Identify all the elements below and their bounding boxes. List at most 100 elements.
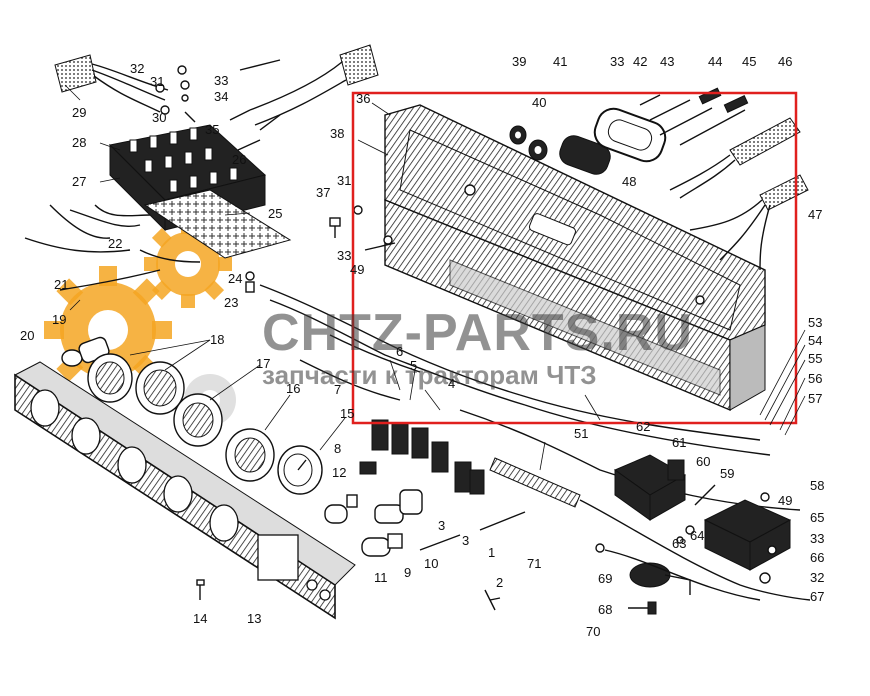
bushing-39-40 <box>509 125 548 161</box>
label-13: 13 <box>247 611 261 626</box>
relay-9 <box>374 489 423 524</box>
highlight-box <box>351 91 798 425</box>
label-31: 31 <box>150 74 164 89</box>
rod-21 <box>59 269 161 291</box>
label-25: 25 <box>268 206 282 221</box>
part-labels: 32 31 33 34 30 35 29 28 26 27 25 22 21 2… <box>20 54 824 639</box>
label-15: 15 <box>340 406 354 421</box>
label-68: 68 <box>598 602 612 617</box>
connector-8 <box>359 461 377 475</box>
label-12: 12 <box>332 465 346 480</box>
label-31b: 31 <box>337 173 351 188</box>
label-29: 29 <box>72 105 86 120</box>
label-19: 19 <box>52 312 66 327</box>
wire-leads-22-24 <box>24 204 255 293</box>
gasket-48 <box>593 107 667 163</box>
label-55: 55 <box>808 351 822 366</box>
label-47: 47 <box>808 207 822 222</box>
label-61: 61 <box>672 435 686 450</box>
label-2: 2 <box>496 575 503 590</box>
label-1: 1 <box>488 545 495 560</box>
label-33d: 33 <box>810 531 824 546</box>
regulator-65 <box>703 499 792 571</box>
label-69: 69 <box>598 571 612 586</box>
label-33: 33 <box>214 73 228 88</box>
label-21: 21 <box>54 277 68 292</box>
label-46: 46 <box>778 54 792 69</box>
label-11: 11 <box>374 570 388 585</box>
label-24: 24 <box>228 271 242 286</box>
label-36: 36 <box>356 91 370 106</box>
label-32: 32 <box>130 61 144 76</box>
watermark-site: CHTZ-PARTS.RU <box>262 304 693 362</box>
label-18: 18 <box>210 332 224 347</box>
label-33c: 33 <box>610 54 624 69</box>
small-parts-right <box>484 492 777 611</box>
label-17: 17 <box>256 356 270 371</box>
label-16: 16 <box>286 381 300 396</box>
bulb-12 <box>324 494 358 524</box>
label-22: 22 <box>108 236 122 251</box>
label-34: 34 <box>214 89 228 104</box>
label-14: 14 <box>193 611 207 626</box>
label-40: 40 <box>532 95 546 110</box>
label-56: 56 <box>808 371 822 386</box>
gauge-16 <box>225 428 275 482</box>
label-26: 26 <box>232 152 246 167</box>
screws-31-49 <box>329 205 396 251</box>
label-32b: 32 <box>810 570 824 585</box>
label-71: 71 <box>527 556 541 571</box>
label-64: 64 <box>690 528 704 543</box>
label-67: 67 <box>810 589 824 604</box>
switch-block-6 <box>371 419 485 495</box>
gauge-15 <box>277 445 323 495</box>
label-66: 66 <box>810 550 824 565</box>
bolt-68 <box>628 601 657 615</box>
label-33b: 33 <box>337 248 351 263</box>
label-38: 38 <box>330 126 344 141</box>
label-63: 63 <box>672 536 686 551</box>
cable-51 <box>489 457 811 601</box>
bolt-14 <box>196 579 205 600</box>
label-49: 49 <box>350 262 364 277</box>
label-10: 10 <box>424 556 438 571</box>
label-53: 53 <box>808 315 822 330</box>
dashboard-housing-36 <box>384 104 766 412</box>
wire-harness-top <box>239 44 379 126</box>
label-57: 57 <box>808 391 822 406</box>
insulator-plate-25 <box>143 189 292 259</box>
label-70: 70 <box>586 624 600 639</box>
label-5: 5 <box>410 358 417 373</box>
label-43: 43 <box>660 54 674 69</box>
label-9: 9 <box>404 565 411 580</box>
label-23: 23 <box>224 295 238 310</box>
leader-lines <box>64 84 806 471</box>
label-39: 39 <box>512 54 526 69</box>
gauge-18a <box>87 353 133 403</box>
label-58: 58 <box>810 478 824 493</box>
label-48: 48 <box>622 174 636 189</box>
instrument-panel-13 <box>14 361 356 620</box>
fuse-60 <box>694 484 716 506</box>
label-4: 4 <box>448 376 455 391</box>
label-28: 28 <box>72 135 86 150</box>
watermark-tagline: запчасти к тракторам ЧТЗ <box>262 360 597 390</box>
label-62: 62 <box>636 419 650 434</box>
label-49b: 49 <box>778 493 792 508</box>
gauge-17 <box>173 393 223 447</box>
gauge-18b <box>135 361 185 415</box>
label-30: 30 <box>152 110 166 125</box>
label-65: 65 <box>810 510 824 525</box>
wire-harness-29 <box>54 54 169 113</box>
label-51: 51 <box>574 426 588 441</box>
label-3b: 3 <box>462 533 469 548</box>
label-8: 8 <box>334 441 341 456</box>
label-41: 41 <box>553 54 567 69</box>
label-3a: 3 <box>438 518 445 533</box>
label-27: 27 <box>72 174 86 189</box>
connector-61 <box>667 459 685 481</box>
label-20: 20 <box>20 328 34 343</box>
label-6: 6 <box>396 344 403 359</box>
label-54: 54 <box>808 333 822 348</box>
